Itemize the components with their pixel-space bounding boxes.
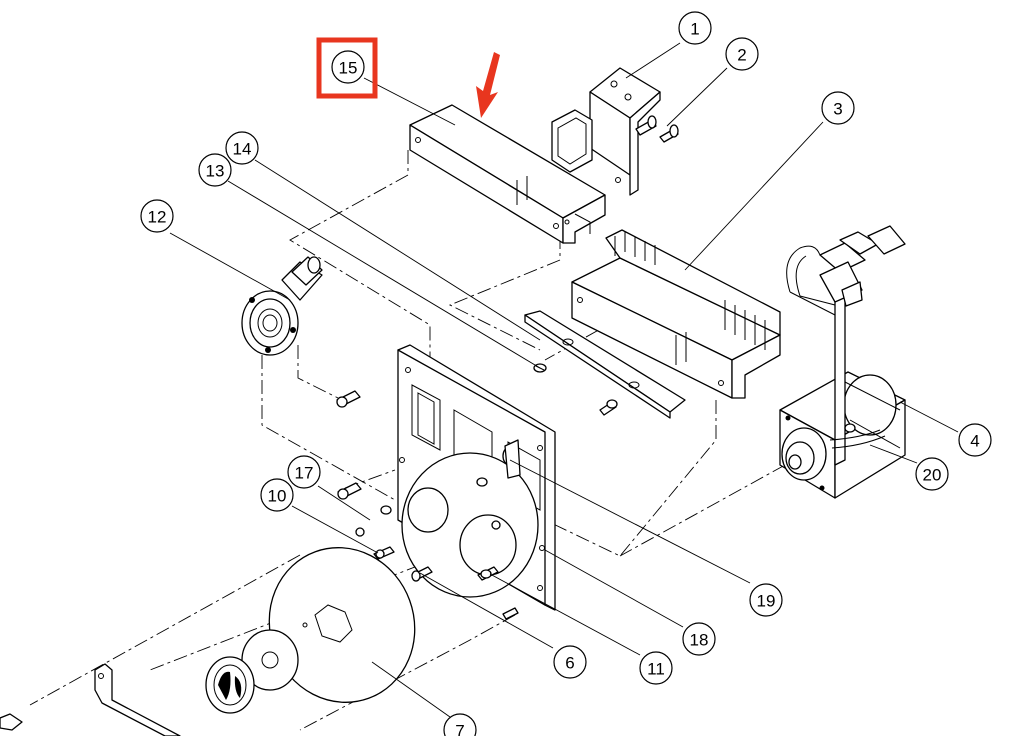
callout-13: 13	[198, 153, 232, 187]
callout-3: 3	[821, 91, 855, 125]
callout-7: 7	[443, 713, 477, 736]
highlight-box	[316, 37, 378, 99]
callout-label: 17	[295, 464, 314, 483]
callout-circle	[958, 423, 992, 457]
callout-label: 11	[647, 660, 665, 679]
callout-2: 2	[725, 37, 759, 71]
callout-circle	[198, 153, 232, 187]
callout-circle	[553, 645, 587, 679]
callout-circle	[260, 478, 294, 512]
callout-17: 17	[287, 455, 321, 489]
callout-circle	[682, 622, 716, 656]
callout-circle	[678, 11, 712, 45]
callout-15: 15	[331, 50, 365, 84]
callout-label: 19	[757, 592, 776, 611]
callout-circle	[639, 651, 673, 685]
callout-label: 12	[148, 208, 167, 227]
leader-lines	[169, 42, 959, 718]
highlight-annotation	[316, 37, 500, 118]
callout-20: 20	[915, 457, 949, 491]
callout-1: 1	[678, 11, 712, 45]
callout-10: 10	[260, 478, 294, 512]
callout-circle	[749, 583, 783, 617]
callout-12: 12	[140, 199, 174, 233]
callout-circle	[725, 37, 759, 71]
callout-circle	[287, 455, 321, 489]
part-15-cover-bracket	[409, 104, 606, 244]
callout-label: 15	[339, 59, 358, 78]
part-2-screws	[635, 115, 679, 143]
callout-circle	[915, 457, 949, 491]
callout-label: 3	[833, 100, 842, 119]
part-1-angle-bracket	[551, 67, 661, 196]
callout-circle	[443, 713, 477, 736]
callout-label: 13	[206, 162, 225, 181]
callout-label: 20	[923, 466, 942, 485]
callout-label: 4	[970, 432, 979, 451]
callout-circle	[331, 50, 365, 84]
callout-label: 2	[737, 46, 746, 65]
callout-circle	[140, 199, 174, 233]
part-14-bar	[524, 310, 686, 419]
callout-label: 1	[690, 20, 699, 39]
callout-19: 19	[749, 583, 783, 617]
callout-11: 11	[639, 651, 673, 685]
part-4-motor	[779, 225, 906, 499]
callout-label: 14	[233, 140, 252, 159]
part-screws-plate	[336, 390, 519, 620]
callout-label: 6	[565, 654, 574, 673]
callout-label: 18	[690, 631, 709, 650]
callout-14: 14	[225, 131, 259, 165]
callout-circle	[821, 91, 855, 125]
part-12-roller	[241, 256, 323, 356]
highlight-arrow	[476, 52, 500, 118]
callout-18: 18	[682, 622, 716, 656]
part-main-plate	[397, 344, 556, 611]
callout-4: 4	[958, 423, 992, 457]
part-7-disc	[205, 547, 416, 714]
callout-label: 10	[268, 487, 287, 506]
part-3-connector-housing	[571, 229, 781, 399]
callout-circle	[225, 131, 259, 165]
callout-label: 7	[455, 722, 464, 736]
part-lever-rod	[0, 663, 181, 736]
callout-6: 6	[553, 645, 587, 679]
